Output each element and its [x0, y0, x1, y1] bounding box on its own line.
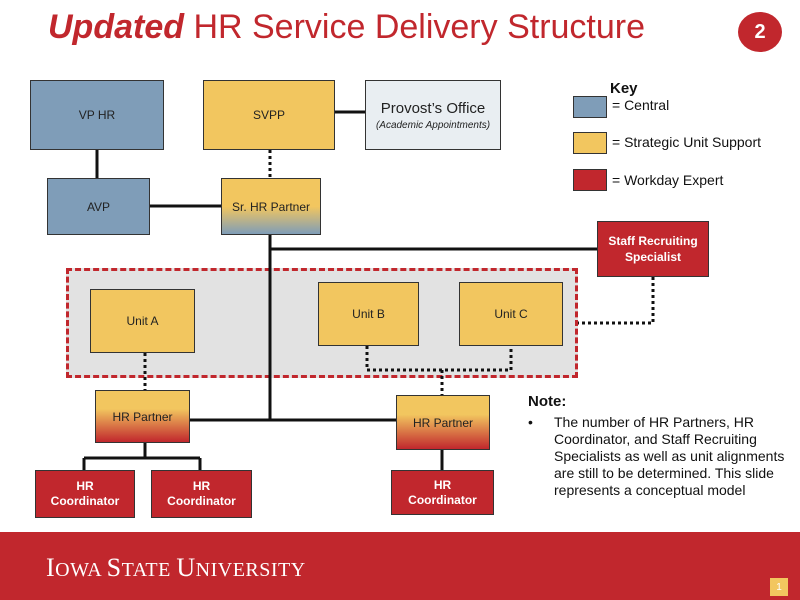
note-title: Note:: [528, 393, 567, 410]
avp-box: AVP: [47, 178, 150, 235]
dotted-staff-units: [578, 277, 655, 325]
key-title: Key: [610, 80, 638, 97]
wordmark-i: I: [46, 553, 56, 582]
provost-sub: (Academic Appointments): [375, 119, 491, 131]
key-label-strategic: = Strategic Unit Support: [612, 134, 762, 150]
wordmark-u: U: [176, 553, 196, 582]
unit-a-box: Unit A: [90, 289, 195, 353]
page-number: 1: [770, 578, 788, 596]
slide-number-badge: 2: [738, 12, 782, 52]
provost-office-box: Provost’s Office (Academic Appointments): [365, 80, 501, 150]
unit-b-box: Unit B: [318, 282, 419, 346]
sr-hr-partner-box: Sr. HR Partner: [221, 178, 321, 235]
wordmark-niversity: NIVERSITY: [195, 559, 306, 581]
note-bullet: •: [528, 414, 533, 430]
wordmark-s: S: [106, 553, 122, 582]
key-swatch-workday: [573, 169, 607, 191]
provost-name: Provost’s Office: [380, 99, 486, 117]
note-block: Note: • The number of HR Partners, HR Co…: [528, 393, 790, 499]
dotted-unitbc: [365, 346, 513, 372]
key-swatch-central: [573, 96, 607, 118]
wordmark-owa: OWA: [55, 559, 107, 581]
unit-c-box: Unit C: [459, 282, 563, 346]
key-label-central: = Central: [612, 97, 670, 113]
title-rest: HR Service Delivery Structure: [184, 8, 646, 46]
key-swatch-strategic: [573, 132, 607, 154]
wordmark-tate: TATE: [121, 559, 177, 581]
university-wordmark: IOWA STATE UNIVERSITY: [46, 553, 306, 583]
title-emphasis: Updated: [48, 8, 184, 46]
slide-title: Updated HR Service Delivery Structure: [48, 8, 645, 47]
hr-partner-left-box: HR Partner: [95, 390, 190, 443]
hr-partner-right-box: HR Partner: [396, 395, 490, 450]
note-text: The number of HR Partners, HR Coordinato…: [554, 414, 785, 498]
hr-coordinator-3-box: HR Coordinator: [391, 470, 494, 515]
note-body: • The number of HR Partners, HR Coordina…: [528, 414, 790, 499]
footer-bar: [0, 532, 800, 600]
hr-coordinator-2-box: HR Coordinator: [151, 470, 252, 518]
staff-recruiting-box: Staff Recruiting Specialist: [597, 221, 709, 277]
key-label-workday: = Workday Expert: [612, 172, 724, 188]
svpp-box: SVPP: [203, 80, 335, 150]
vp-hr-box: VP HR: [30, 80, 164, 150]
hr-coordinator-1-box: HR Coordinator: [35, 470, 135, 518]
